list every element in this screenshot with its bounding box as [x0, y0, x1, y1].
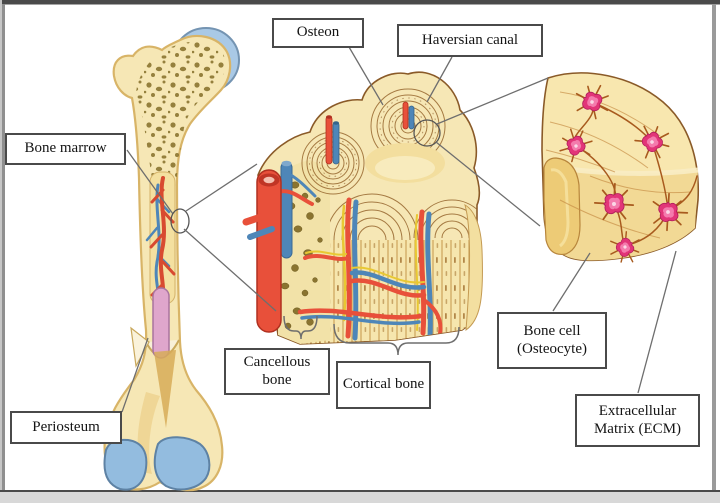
- condyle-left: [103, 438, 148, 491]
- periosteum-leader-line: [121, 337, 149, 413]
- bone-cell-leader-line: [552, 252, 591, 312]
- label-bone-cell: Bone cell (Osteocyte): [497, 312, 607, 369]
- bone-marrow-leader-line: [126, 149, 174, 215]
- label-cancellous-bone: Cancellous bone: [224, 348, 330, 395]
- wedge-cone-line-upper: [436, 77, 549, 125]
- magnifier-cone-line-upper: [185, 163, 258, 212]
- osteocyte-block-illustration: [541, 72, 700, 270]
- magnifier-cone-line-lower: [183, 228, 277, 312]
- femur-illustration: [103, 27, 240, 492]
- medullary-wedge: [154, 350, 176, 428]
- cortical-block-illustration: [242, 71, 483, 345]
- cancellous-brace: [283, 315, 318, 340]
- osteon-leader-line: [348, 46, 384, 106]
- wedge-cone-line-lower: [435, 141, 541, 227]
- yellow-marrow-rod: [152, 287, 170, 359]
- right-lamella-sheet: [464, 203, 483, 332]
- label-periosteum: Periosteum: [10, 411, 122, 444]
- haversian-leader-line: [426, 56, 453, 103]
- cortical-brace: [333, 323, 460, 356]
- femur-magnifier-circle: [170, 208, 190, 234]
- ecm-leader-line: [637, 250, 677, 394]
- label-haversian-canal: Haversian canal: [397, 24, 543, 57]
- condyle-right: [153, 436, 211, 491]
- label-cortical-bone: Cortical bone: [336, 361, 431, 409]
- osteon-b: [301, 115, 365, 195]
- label-extracellular-matrix: Extracellular Matrix (ECM): [575, 394, 700, 447]
- label-bone-marrow: Bone marrow: [5, 133, 126, 165]
- osteon-magnifier-circle: [413, 119, 441, 147]
- canal-cut: [543, 157, 581, 256]
- haversian-vessels: [297, 197, 443, 341]
- leader-lines: [121, 46, 677, 413]
- nutrient-vessels: [242, 160, 317, 333]
- canaliculi-arcs: [545, 91, 691, 239]
- label-osteon: Osteon: [272, 18, 364, 48]
